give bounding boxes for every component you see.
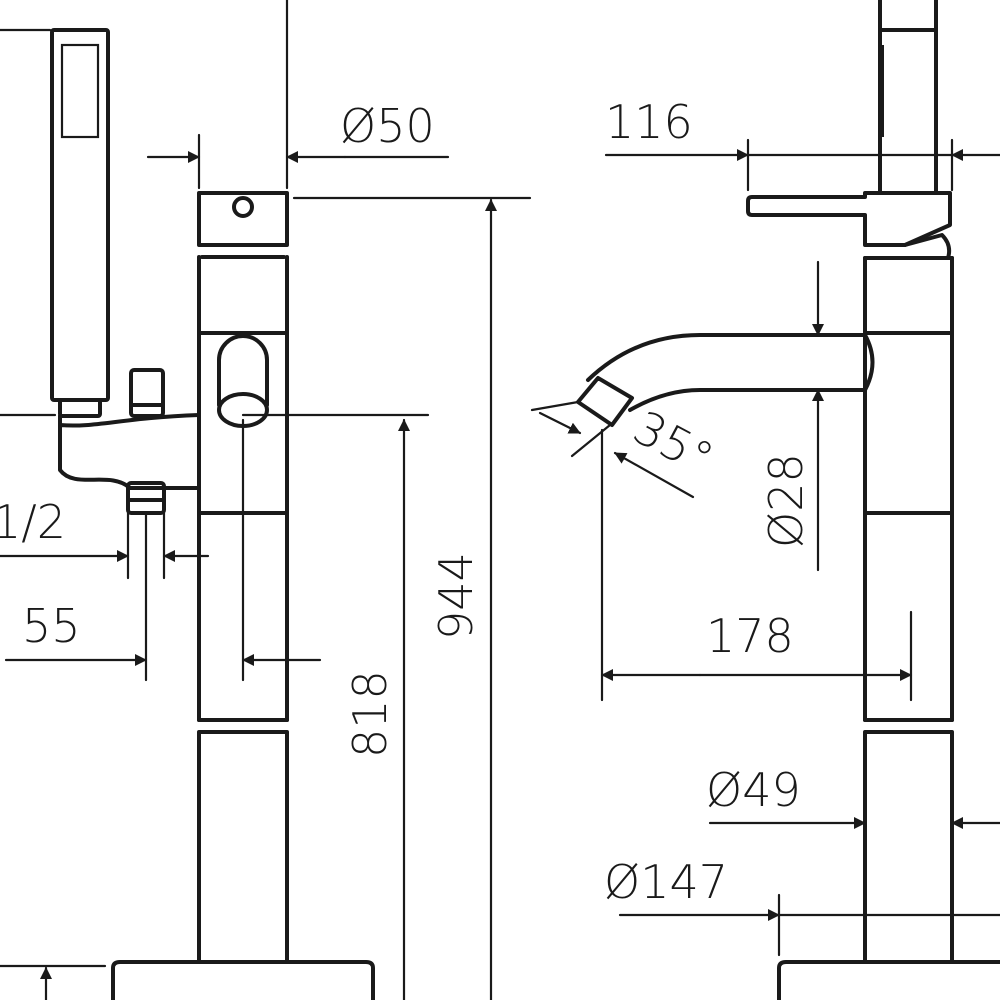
label-d147: Ø147 bbox=[604, 855, 728, 909]
label-d178: 178 bbox=[706, 609, 794, 663]
hose-body bbox=[58, 413, 201, 490]
label-d116: 116 bbox=[605, 95, 693, 149]
label-d55: 55 bbox=[22, 599, 81, 653]
side-column bbox=[863, 256, 954, 964]
front-spout bbox=[217, 334, 269, 428]
label-d28: Ø28 bbox=[759, 453, 813, 548]
top-cap bbox=[197, 191, 289, 259]
side-spout bbox=[576, 333, 875, 427]
label-d1-2: 1/2 bbox=[0, 495, 66, 549]
front-view bbox=[0, 0, 532, 1000]
label-d35: 35° bbox=[625, 400, 722, 486]
label-d944: 944 bbox=[429, 552, 483, 640]
label-d49: Ø49 bbox=[706, 763, 801, 817]
side-base bbox=[777, 960, 1000, 1000]
label-d50: Ø50 bbox=[340, 99, 435, 153]
side-view bbox=[530, 0, 1000, 1000]
label-d818: 818 bbox=[343, 670, 397, 758]
hand-shower bbox=[50, 28, 110, 418]
diverter-knob bbox=[129, 368, 165, 418]
front-base bbox=[111, 960, 375, 1000]
lever bbox=[746, 191, 952, 247]
side-hand-shower bbox=[878, 0, 938, 195]
